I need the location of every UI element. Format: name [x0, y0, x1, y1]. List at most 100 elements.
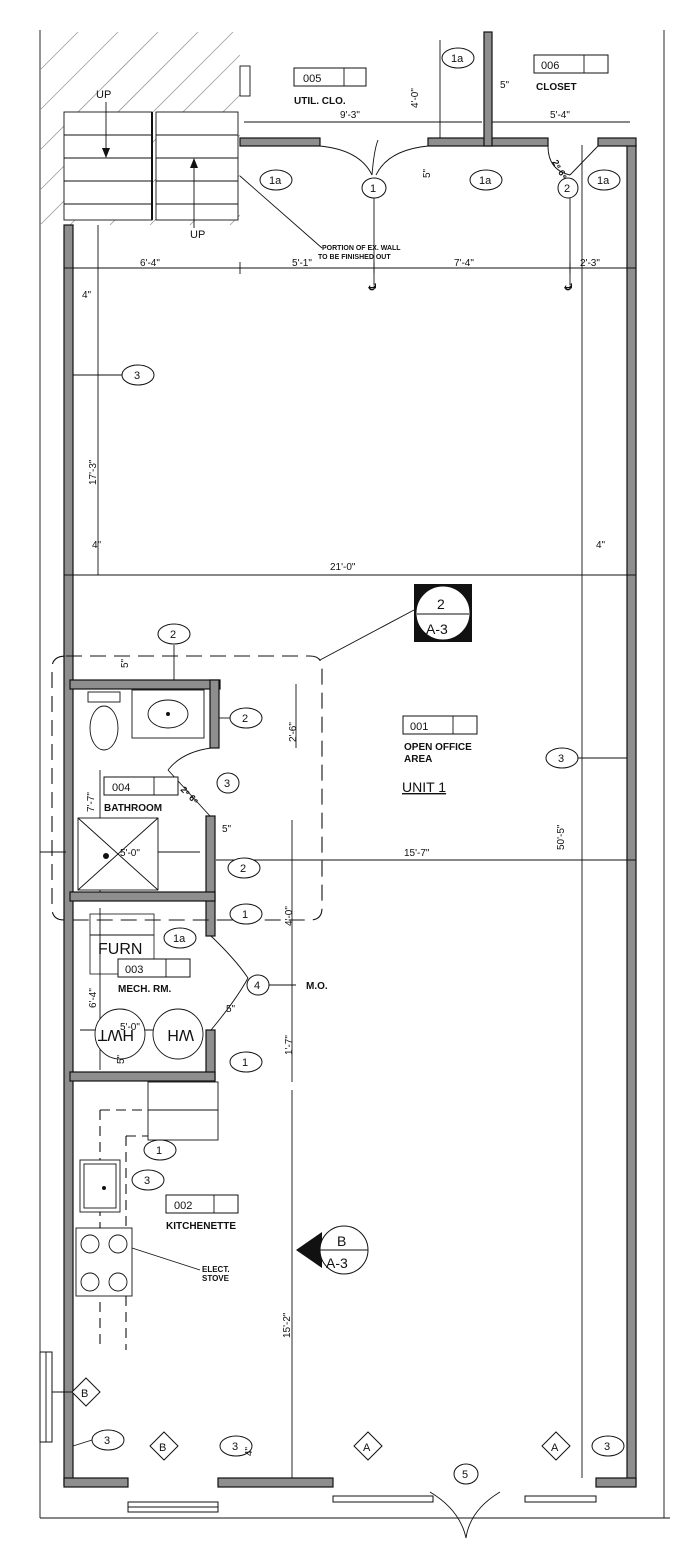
section-marker-b: B A-3	[296, 1225, 369, 1275]
note-1a-mech-text: 1a	[173, 933, 186, 945]
room-002-number: 002	[174, 1200, 192, 1212]
bottom-windows	[39, 1351, 597, 1513]
note-3-bath: 3	[216, 772, 240, 794]
centerline-2: ℄	[564, 283, 575, 291]
note-1a-right-text: 1a	[597, 175, 610, 187]
room-005-name: UTIL. CLO.	[294, 96, 346, 107]
window-tag-a-right-text: A	[551, 1442, 559, 1454]
note-1a-mid-text: 1a	[479, 175, 492, 187]
dim-4-b: 4"	[92, 540, 102, 551]
note-1a-left: 1a	[259, 169, 293, 191]
dim-5-wall: 5"	[222, 824, 232, 835]
dim-9-3: 9'-3"	[340, 110, 360, 121]
note-3-kitchen: 3	[131, 1169, 165, 1191]
hwt-label: HWT	[97, 1026, 134, 1043]
note-1-bath-bottom: 1	[229, 903, 263, 925]
note-3-kitchen-text: 3	[144, 1175, 150, 1187]
dim-50-5: 50'-5"	[556, 824, 567, 850]
note-3-office-text: 3	[558, 753, 564, 765]
note-2-door-text: 2	[564, 183, 570, 195]
dim-5-bath: 5"	[120, 658, 131, 668]
note-1-mech-bottom-text: 1	[242, 1057, 248, 1069]
room-tag-003: 003	[117, 958, 191, 978]
dim-5-0: 5'-0"	[120, 848, 140, 859]
section-b-letter: B	[337, 1233, 346, 1249]
stove-label-1: ELECT.	[202, 1265, 230, 1274]
window-tag-b-bottom-text: B	[159, 1442, 166, 1454]
dim-4-0-top: 4'-0"	[410, 88, 421, 108]
dim-4-0-mid: 4'-0"	[284, 906, 295, 926]
room-004-number: 004	[112, 782, 130, 794]
centerline-1: ℄	[368, 283, 379, 291]
window-tag-b-left-text: B	[81, 1388, 88, 1400]
note-2-bath-top-text: 2	[170, 629, 176, 641]
dim-7-4: 7'-4"	[454, 258, 474, 269]
kitchen-cabinets	[75, 1081, 219, 1350]
note-2-bath-right: 2	[229, 707, 263, 729]
section-b-sheet: A-3	[326, 1255, 348, 1271]
note-1-kitchen-text: 1	[156, 1145, 162, 1157]
room-tag-006: 006	[533, 54, 609, 74]
door-size-bath: 2⁸ 6⁸	[179, 784, 201, 806]
room-tag-004: 004	[103, 776, 179, 796]
window-tag-a-left: A	[353, 1431, 383, 1461]
note-1-door-text: 1	[370, 183, 376, 195]
room-006-name: CLOSET	[536, 82, 577, 93]
dim-4-bottom: 4"	[244, 1446, 255, 1456]
dim-7-7: 7'-7"	[86, 792, 97, 812]
dim-1-7: 1'-7"	[284, 1035, 295, 1055]
window-tag-a-left-text: A	[363, 1442, 371, 1454]
note-1a-left-text: 1a	[269, 175, 282, 187]
stair-up-label-top: UP	[96, 89, 111, 101]
room-005-number: 005	[303, 73, 321, 85]
room-tag-002: 002	[165, 1194, 239, 1214]
stove-label-2: STOVE	[202, 1274, 230, 1283]
dim-2-6: 2'-6"	[288, 722, 299, 742]
note-3-bottom-mid-text: 3	[232, 1441, 238, 1453]
note-5-entry: 5	[453, 1463, 479, 1485]
note-1a-mech: 1a	[163, 927, 197, 949]
doors	[167, 139, 599, 1539]
dim-5-low: 5"	[116, 1054, 127, 1064]
note-2-shower-wall: 2	[227, 857, 261, 879]
note-3-bottom-right: 3	[591, 1435, 625, 1457]
note-4-door: 4	[246, 974, 270, 996]
note-2-bath-top: 2	[157, 623, 191, 645]
dim-5-1: 5'-1"	[292, 258, 312, 269]
room-001-number: 001	[410, 721, 428, 733]
note-1a-top: 1a	[441, 47, 475, 69]
wh-label: WH	[167, 1026, 194, 1043]
walls	[63, 31, 637, 1488]
mech-room-fixtures	[89, 913, 204, 1060]
dim-17-3: 17'-3"	[88, 459, 99, 485]
note-1a-top-text: 1a	[451, 53, 464, 65]
note-3-bottom-mid: 3	[219, 1435, 253, 1457]
note-5-entry-text: 5	[462, 1469, 468, 1481]
note-3-upper: 3	[121, 364, 155, 386]
ex-wall-note-2: TO BE FINISHED OUT	[318, 254, 391, 261]
note-1a-right: 1a	[587, 169, 621, 191]
note-3-upper-text: 3	[134, 370, 140, 382]
note-2-shower-wall-text: 2	[240, 863, 246, 875]
room-tag-005: 005	[293, 67, 367, 87]
dim-6-4-mech: 6'-4"	[88, 988, 99, 1008]
dim-4-a: 4"	[82, 290, 92, 301]
room-tag-001: 001	[402, 715, 478, 735]
note-3-bottom-left-text: 3	[104, 1435, 110, 1447]
dim-21-0: 21'-0"	[330, 562, 356, 573]
note-3-bottom-left: 3	[91, 1429, 125, 1451]
bathroom-fixtures	[77, 689, 205, 891]
window-tag-b-left: B	[71, 1377, 101, 1407]
note-1-mech-bottom: 1	[229, 1051, 263, 1073]
dim-5-4: 5'-4"	[550, 110, 570, 121]
mo-label: M.O.	[306, 981, 328, 992]
note-2-bath-right-text: 2	[242, 713, 248, 725]
room-001-name: OPEN OFFICE	[404, 742, 472, 753]
room-003-number: 003	[125, 964, 143, 976]
note-3-bottom-right-text: 3	[604, 1441, 610, 1453]
bathroom-enlarged-plan-outline	[51, 655, 323, 921]
note-4-door-text: 4	[254, 980, 260, 992]
stair-up-label-bottom: UP	[190, 229, 205, 241]
note-3-bath-text: 3	[224, 778, 230, 790]
